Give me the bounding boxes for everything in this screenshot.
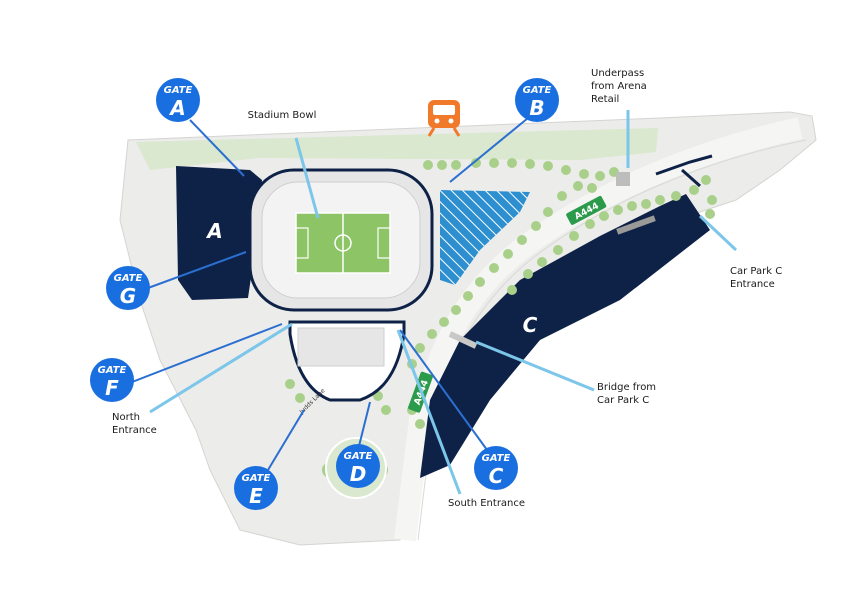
south-stand-roof [297, 327, 385, 367]
underpass-label-line-2: from Arena [591, 81, 647, 92]
gate-b-badge: GATE B [515, 78, 559, 122]
grass-strip-north [136, 128, 658, 170]
gate-callouts [131, 117, 529, 481]
label-callouts [149, 110, 738, 495]
svg-text:B: B [529, 96, 544, 120]
car-park-c-label: C [523, 313, 538, 337]
svg-text:GATE: GATE [242, 473, 271, 484]
pitch-box-left [295, 227, 309, 259]
svg-text:GATE: GATE [523, 85, 552, 96]
gate-a-badge: GATE A [156, 78, 200, 122]
gate-e-badge: GATE E [234, 466, 278, 510]
a444-road [394, 117, 803, 542]
underpass-label: Underpass from Arena Retail [591, 68, 650, 105]
car-park-c-entrance-line-2: Entrance [730, 279, 775, 290]
south-entrance-label: South Entrance [448, 498, 525, 509]
svg-text:E: E [249, 484, 263, 508]
bridge [448, 331, 478, 349]
gate-d-badge: GATE D [336, 444, 380, 488]
svg-text:GATE: GATE [164, 85, 193, 96]
gate-g-badge: GATE G [106, 266, 150, 310]
pitch-box-right [377, 227, 391, 259]
north-entrance-line-1: North [112, 412, 140, 423]
car-park-c [420, 194, 710, 478]
svg-text:A: A [168, 96, 185, 120]
train-icon [427, 100, 461, 137]
underpass-label-line-3: Retail [591, 94, 619, 105]
underpass-label-line-1: Underpass [591, 68, 644, 79]
svg-text:F: F [105, 376, 119, 400]
bridge-label-line-2: Car Park C [597, 395, 649, 406]
car-park-c-gate [616, 215, 656, 235]
car-park-a-label: A [205, 219, 222, 243]
svg-text:GATE: GATE [98, 365, 127, 376]
svg-text:C: C [489, 464, 504, 488]
car-park-c-entrance-marker [655, 154, 713, 188]
gate-c-badge: GATE C [474, 446, 518, 490]
svg-text:D: D [350, 462, 367, 486]
north-entrance-line-2: Entrance [112, 425, 157, 436]
hatched-zone [440, 190, 530, 285]
pitch-centre-circle [334, 234, 352, 252]
car-park-c-entrance-line-1: Car Park C [730, 266, 782, 277]
svg-text:GATE: GATE [344, 451, 373, 462]
car-park-c-entrance-label: Car Park C Entrance [730, 266, 785, 290]
svg-text:GATE: GATE [114, 273, 143, 284]
bridge-label-line-1: Bridge from [597, 382, 656, 393]
north-entrance-label: North Entrance [112, 412, 157, 436]
stadium-bowl-label: Stadium Bowl [248, 110, 317, 121]
car-park-a [176, 166, 262, 300]
gate-f-badge: GATE F [90, 358, 134, 402]
underpass-marker [616, 172, 630, 186]
tree-row-north [407, 158, 619, 369]
svg-text:GATE: GATE [482, 453, 511, 464]
bridge-label: Bridge from Car Park C [597, 382, 659, 406]
svg-text:G: G [120, 284, 136, 308]
